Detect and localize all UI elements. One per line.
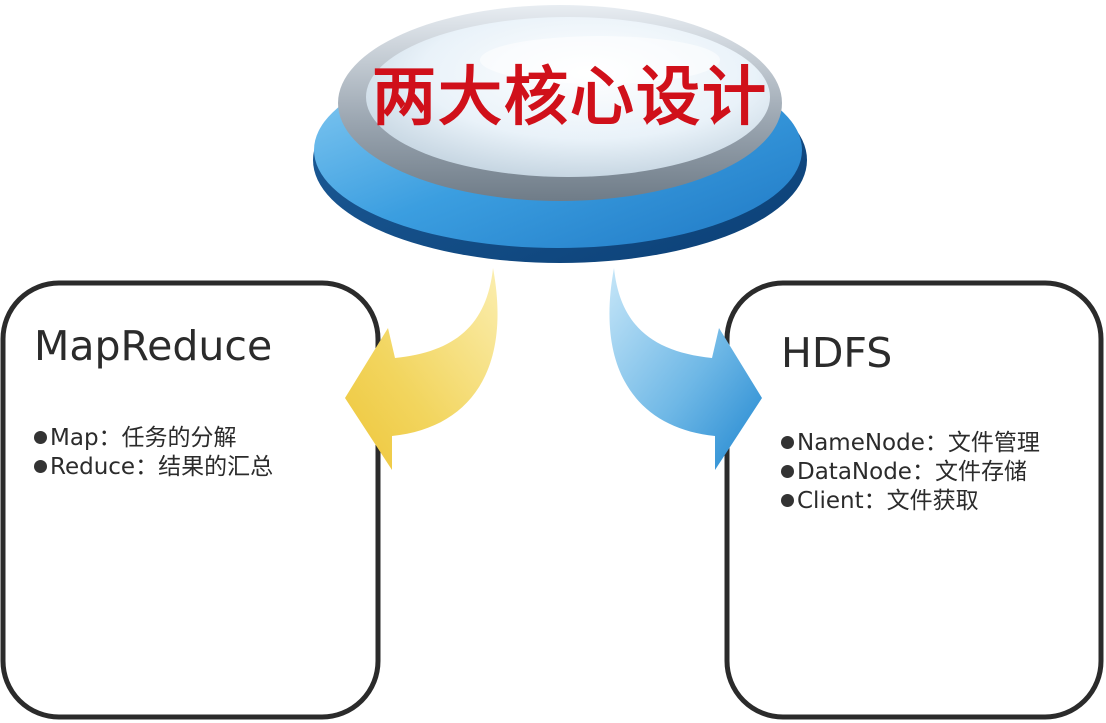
list-item-text: Reduce：结果的汇总	[50, 454, 274, 480]
hdfs-list: NameNode：文件管理 DataNode：文件存储 Client：文件获取	[781, 429, 1040, 516]
list-item-text: NameNode：文件管理	[797, 430, 1040, 456]
right-arrow	[609, 268, 762, 470]
bullet-dot-icon	[781, 465, 794, 478]
list-item: DataNode：文件存储	[781, 458, 1040, 487]
bullet-dot-icon	[781, 494, 794, 507]
left-arrow	[345, 268, 498, 470]
bullet-dot-icon	[34, 460, 47, 473]
list-item: Reduce：结果的汇总	[34, 453, 273, 482]
list-item: Client：文件获取	[781, 487, 1040, 516]
mapreduce-title: MapReduce	[34, 322, 273, 370]
hdfs-title: HDFS	[781, 329, 893, 377]
list-item-text: Client：文件获取	[797, 488, 979, 514]
list-item-text: DataNode：文件存储	[797, 459, 1027, 485]
dome-highlight	[480, 36, 720, 84]
right-box	[724, 280, 1104, 720]
left-box	[0, 280, 381, 720]
diagram-title: 两大核心设计	[372, 61, 768, 135]
list-item: NameNode：文件管理	[781, 429, 1040, 458]
list-item-text: Map：任务的分解	[50, 425, 237, 451]
list-item: Map：任务的分解	[34, 424, 273, 453]
mapreduce-list: Map：任务的分解 Reduce：结果的汇总	[34, 424, 273, 482]
bullet-dot-icon	[781, 436, 794, 449]
bullet-dot-icon	[34, 431, 47, 444]
